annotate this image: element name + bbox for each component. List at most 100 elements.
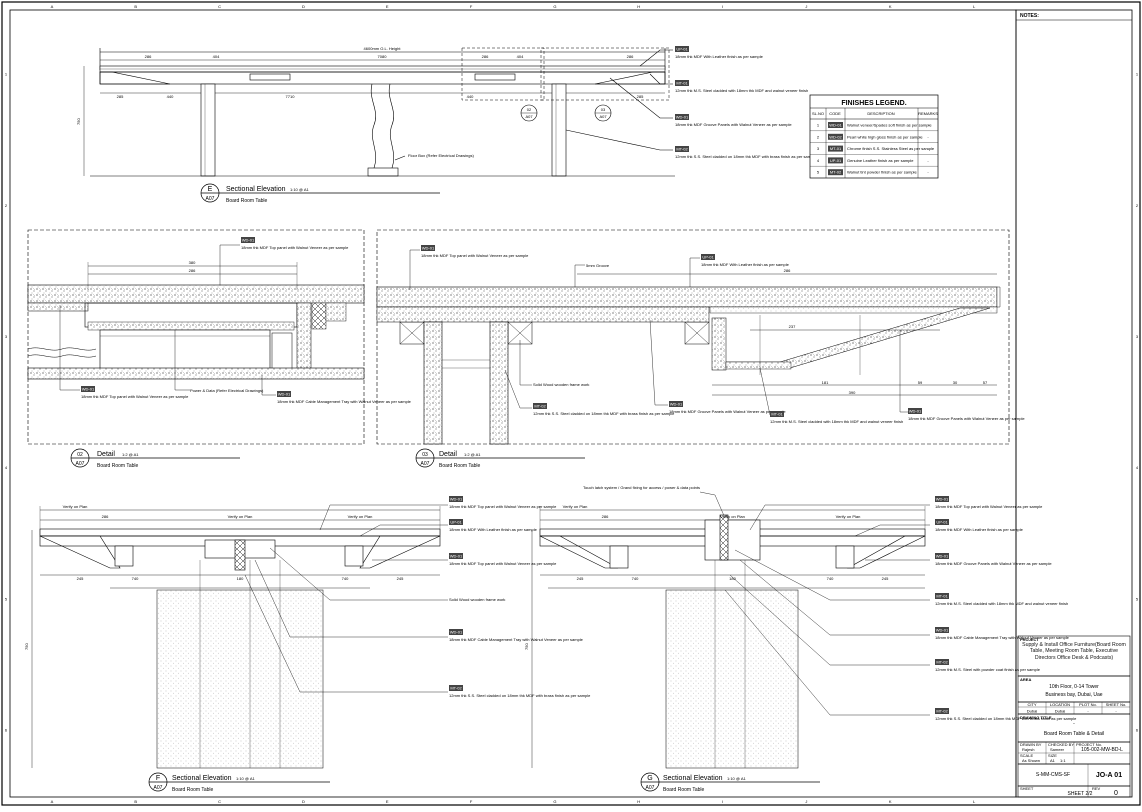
legend-row-remark: - bbox=[927, 134, 929, 139]
dim-d03-top: 286 bbox=[784, 268, 791, 273]
tb-scale-label: SCALE bbox=[1020, 753, 1033, 758]
note-g1: 18mm thk MDF Top panel with Walnut Venee… bbox=[935, 504, 1043, 509]
dim-e-top: 404 bbox=[213, 54, 220, 59]
grid-col-label: K bbox=[889, 799, 892, 804]
legend-code-swatch bbox=[828, 133, 843, 140]
view-g-mark: G bbox=[647, 775, 652, 782]
d03-title: Detail bbox=[439, 451, 457, 458]
tag-d03-wd01c: WD-01 bbox=[909, 409, 922, 414]
tag-e-wd01: WD-01 bbox=[676, 115, 689, 120]
annotation-floor-box: Floor Box (Refer Electrical Drawings) bbox=[408, 153, 474, 158]
tag-f-mt02: MT-02 bbox=[450, 686, 462, 691]
tb-sheet: SHEET 2/2 bbox=[1068, 791, 1093, 797]
dim-f-height: 750 bbox=[24, 643, 29, 650]
tb-drawn: Rajesh bbox=[1022, 747, 1034, 752]
tb-field-value: Dubai bbox=[1027, 709, 1038, 714]
dim-g-mid: 180 bbox=[729, 576, 736, 581]
grid-row-label: 2 bbox=[1136, 203, 1139, 208]
legend-code-swatch bbox=[828, 122, 843, 128]
tag-d02-wd01b: WD-01 bbox=[82, 387, 95, 392]
callout-03-sheet: A07 bbox=[599, 114, 607, 119]
tag-g-up01: UP-01 bbox=[936, 520, 948, 525]
detail-03-title: 03 A07 Detail 1:2 @ A1 Board Room Table bbox=[415, 448, 585, 469]
tag-f-wd01c: WD-01 bbox=[450, 630, 463, 635]
tb-field-value: - bbox=[1087, 709, 1089, 714]
view-f-sheet: A07 bbox=[154, 785, 163, 791]
tb-revision: 0 bbox=[1114, 790, 1118, 797]
view-g-title: G A07 Sectional Elevation 1:10 @ A1 Boar… bbox=[640, 772, 820, 793]
view-g-scale: 1:10 @ A1 bbox=[727, 776, 747, 781]
note-d03-ss: 12mm thk S.S. Steel cladded on 18mm thk … bbox=[533, 411, 675, 416]
view-g-sheet: A07 bbox=[646, 785, 655, 791]
tb-field-value: Dubai bbox=[1055, 709, 1066, 714]
view-e-title-text: Sectional Elevation bbox=[226, 186, 286, 193]
dim-f-mid: 180 bbox=[237, 576, 244, 581]
legend-row-no: 3 bbox=[817, 146, 820, 151]
tb-title-label: DRAWING TITLE bbox=[1020, 715, 1052, 720]
e-finish-tags: UP-01 18mm thk MDF With Leather finish a… bbox=[675, 46, 817, 159]
tb-title-dash: - bbox=[1073, 721, 1075, 727]
legend-row-desc: Genuine Leather finish as per sample bbox=[847, 158, 914, 163]
d03-tags: WD-01 18mm thk MDF Top panel with Walnut… bbox=[421, 245, 1025, 424]
dim-g-mid: 245 bbox=[882, 576, 889, 581]
dim-f-mid: 245 bbox=[397, 576, 404, 581]
detail-03 bbox=[376, 229, 1010, 445]
grid-col-label: F bbox=[470, 4, 473, 9]
d02-subtitle: Board Room Table bbox=[97, 463, 139, 469]
tag-d02-wd01: WD-01 bbox=[242, 238, 255, 243]
tag-d03-wd01b: WD-01 bbox=[670, 402, 683, 407]
note-f2: 18mm thk MDF With Leather finish as per … bbox=[449, 527, 538, 532]
d03-scale: 1:2 @ A1 bbox=[464, 452, 481, 457]
dim-e-top: 286 bbox=[627, 54, 634, 59]
tb-area-label: AREA bbox=[1020, 677, 1031, 682]
d02-scale: 1:2 @ A1 bbox=[122, 452, 139, 457]
note-e2: 12mm thk M.S. Steel cladded with 18mm th… bbox=[675, 88, 808, 93]
view-g-title-text: Sectional Elevation bbox=[663, 775, 723, 782]
dim-e-bottom: 285 bbox=[117, 94, 124, 99]
tb-drawn-label: DRAWN BY bbox=[1020, 742, 1042, 747]
dim-g-mid: 740 bbox=[632, 576, 639, 581]
tb-location2: Business bay, Dubai, Uae bbox=[1045, 692, 1102, 698]
tag-e-mt02: MT-02 bbox=[676, 147, 688, 152]
note-g5: 18mm thk MDF Cable Management Tray with … bbox=[935, 635, 1070, 640]
grid-row-label: 3 bbox=[1136, 334, 1139, 339]
legend-header-cell: SL.NO bbox=[812, 111, 824, 116]
legend-row-code: MT-01 bbox=[830, 146, 842, 151]
view-f-title: F A07 Sectional Elevation 1:10 @ A1 Boar… bbox=[148, 772, 330, 793]
tb-size-label: SIZE bbox=[1048, 753, 1057, 758]
notes-heading: NOTES: bbox=[1020, 13, 1039, 19]
grid-row-label: 3 bbox=[5, 334, 8, 339]
title-block: PROJECT Supply & Install Office Furnitur… bbox=[1017, 635, 1131, 798]
grid-row-label: 4 bbox=[1136, 465, 1139, 470]
tag-d03-up01: UP-01 bbox=[702, 255, 714, 260]
note-f-cable: 18mm thk MDF Cable Management Tray with … bbox=[449, 637, 584, 642]
tag-g-mt02b: MT-02 bbox=[936, 709, 948, 714]
tag-e-up01: UP-01 bbox=[676, 47, 688, 52]
view-g-subtitle: Board Room Table bbox=[663, 787, 705, 793]
dim-overall: 4600mm O.L. Height bbox=[364, 46, 402, 51]
note-d03-groove2: 18mm thk MDF Groove Panels with Walnut V… bbox=[908, 416, 1025, 421]
grid-col-label: E bbox=[386, 799, 389, 804]
note-d03-mt: 12mm thk M.S. Steel cladded with 18mm th… bbox=[770, 419, 903, 424]
tb-scale: As Shown bbox=[1022, 758, 1040, 763]
grid-col-label: A bbox=[51, 799, 54, 804]
grid-col-label: L bbox=[973, 4, 976, 9]
note-d03-leather: 18mm thk MDF With Leather finish as per … bbox=[701, 262, 790, 267]
grid-row-label: 5 bbox=[1136, 596, 1139, 601]
legend-row-code: MT-02 bbox=[830, 170, 842, 175]
note-g7: 12mm thk S.S. Steel cladded on 18mm thk … bbox=[935, 716, 1077, 721]
grid-row-label: 2 bbox=[5, 203, 8, 208]
legend-header-cell: CODE bbox=[829, 111, 841, 116]
dim-d03-sub: 181 bbox=[822, 380, 829, 385]
grid-col-label: J bbox=[805, 799, 807, 804]
callout-02-mark: 02 bbox=[527, 107, 532, 112]
legend-row-no: 1 bbox=[817, 123, 820, 128]
note-e3: 18mm thk MDF Groove Panels with Walnut V… bbox=[675, 122, 792, 127]
